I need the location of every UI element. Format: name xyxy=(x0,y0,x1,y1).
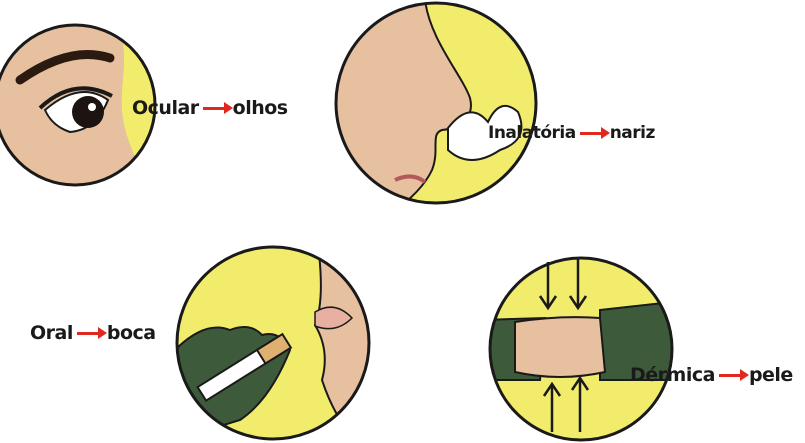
arrow-icon xyxy=(77,332,103,335)
organ-name: olhos xyxy=(233,97,288,119)
organ-name: pele xyxy=(749,364,793,386)
route-name: Dérmica xyxy=(630,364,715,386)
route-name: Oral xyxy=(30,322,73,344)
label-inalatoria: Inalatória nariz xyxy=(488,123,655,143)
route-name: Ocular xyxy=(132,97,199,119)
label-dermica: Dérmica pele xyxy=(630,364,793,386)
arrow-icon xyxy=(580,132,606,135)
organ-name: nariz xyxy=(610,123,655,143)
organ-name: boca xyxy=(107,322,156,344)
label-oral: Oral boca xyxy=(30,322,156,344)
nose-illustration xyxy=(320,0,536,210)
mouth-illustration xyxy=(175,240,380,443)
label-ocular: Ocular olhos xyxy=(132,97,288,119)
arrow-icon xyxy=(719,374,745,377)
skin-illustration xyxy=(480,258,690,440)
arrow-icon xyxy=(203,107,229,110)
route-name: Inalatória xyxy=(488,123,576,143)
